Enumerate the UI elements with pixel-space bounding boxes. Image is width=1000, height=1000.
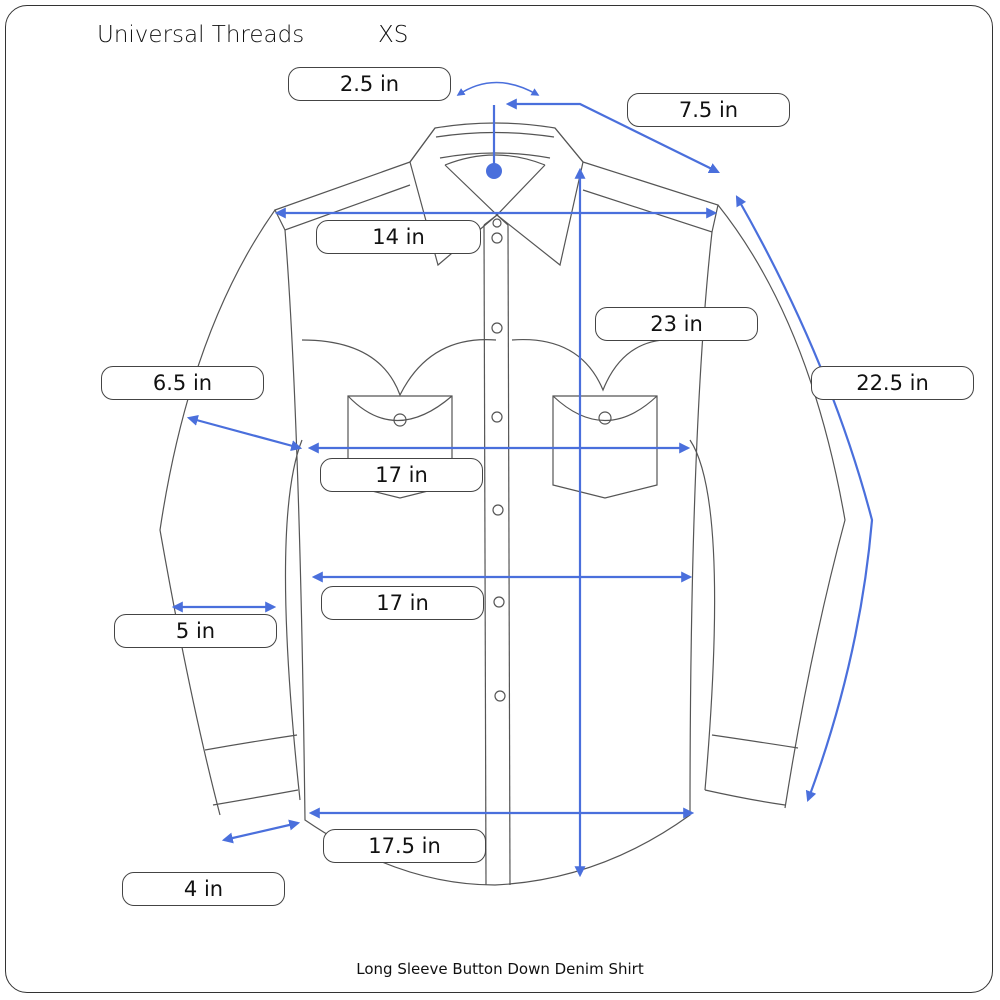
label-sleeve: 22.5 in <box>811 366 974 400</box>
label-shoulder-width: 14 in <box>316 220 481 254</box>
brand-title: Universal Threads <box>97 22 305 48</box>
shirt-outline <box>159 122 846 886</box>
diagram-frame <box>5 5 993 993</box>
label-bicep: 6.5 in <box>101 366 264 400</box>
caption: Long Sleeve Button Down Denim Shirt <box>356 960 644 978</box>
label-length: 23 in <box>595 307 758 341</box>
measurement-lines <box>171 81 874 878</box>
label-hem: 17.5 in <box>323 829 486 863</box>
label-chest: 17 in <box>320 458 483 492</box>
label-collar: 2.5 in <box>288 67 451 101</box>
label-waist: 17 in <box>321 586 484 620</box>
label-forearm: 5 in <box>114 614 277 648</box>
size-label: XS <box>378 22 409 48</box>
label-cuff: 4 in <box>122 872 285 906</box>
label-shoulder: 7.5 in <box>627 93 790 127</box>
collar-point-icon <box>486 163 502 179</box>
